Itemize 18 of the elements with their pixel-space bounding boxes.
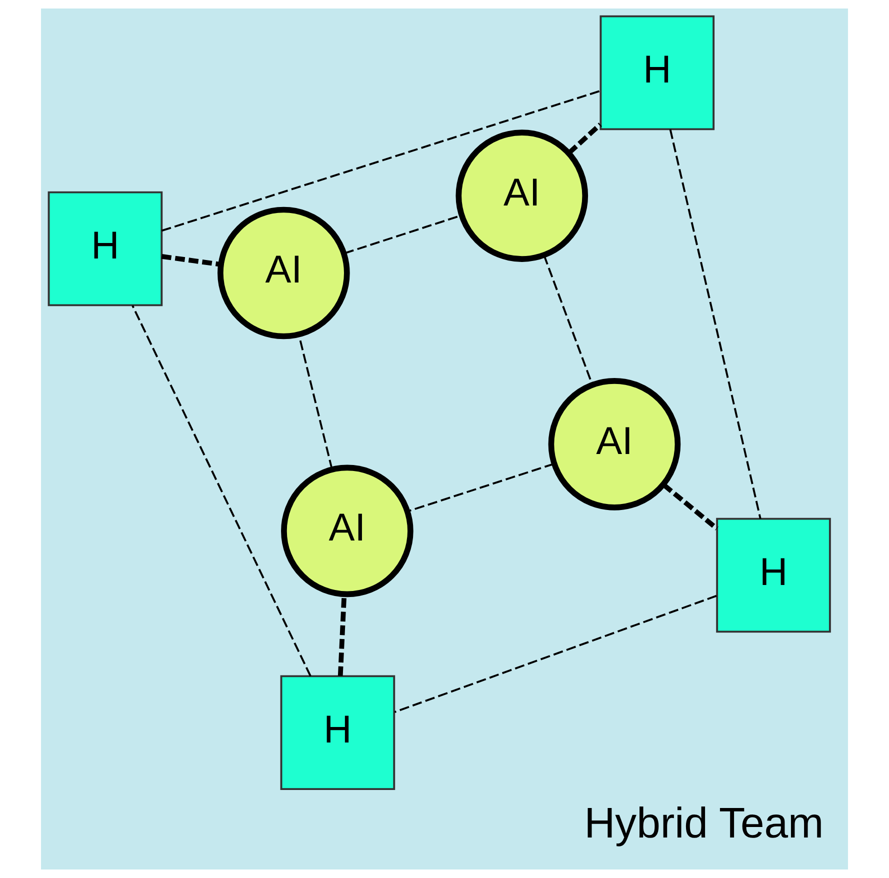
node-box: H [280, 675, 396, 790]
node-circle: AI [281, 464, 414, 598]
node-circle: AI [456, 130, 588, 262]
node-box: H [716, 518, 831, 633]
node-circle: AI [218, 206, 350, 340]
connector [568, 122, 602, 155]
node-box: H [48, 191, 163, 306]
connector [298, 334, 333, 470]
connector [669, 129, 762, 519]
node-circle: AI [548, 378, 681, 510]
connector [407, 462, 554, 512]
connector [161, 90, 601, 232]
connector [662, 483, 718, 530]
connector [132, 305, 312, 677]
connector [161, 254, 222, 267]
connector [394, 594, 717, 713]
node-box: H [600, 15, 715, 130]
label: Hybrid Team [584, 800, 824, 848]
